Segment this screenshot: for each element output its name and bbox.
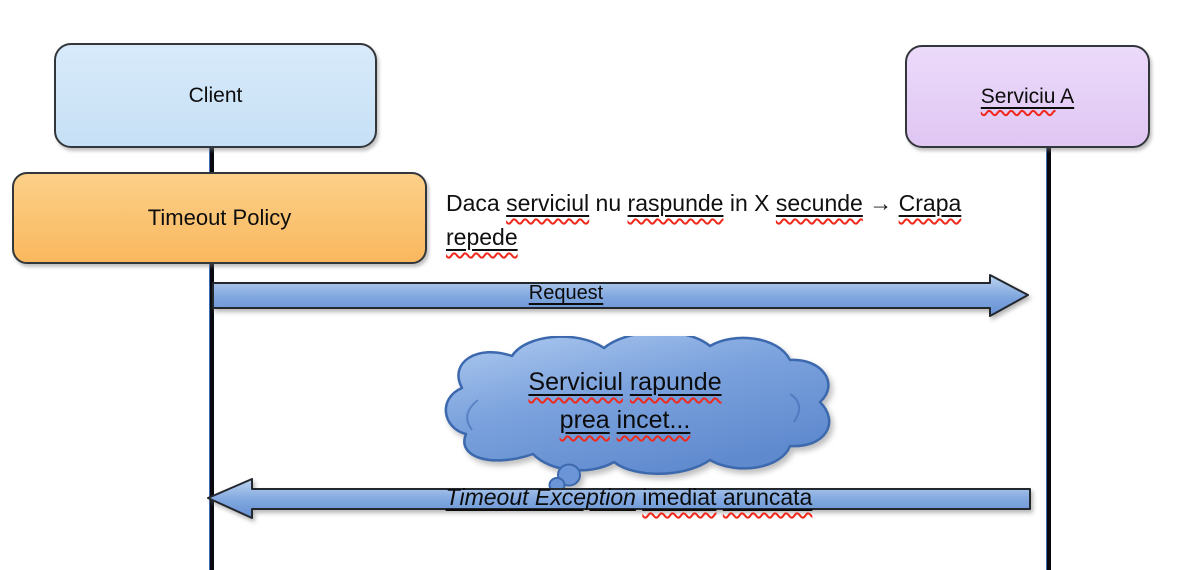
service-actor-box: Serviciu A bbox=[905, 45, 1150, 148]
timeout-policy-box: Timeout Policy bbox=[12, 172, 427, 264]
timeout-policy-label: Timeout Policy bbox=[147, 205, 292, 230]
cloud-body bbox=[444, 330, 831, 475]
request-arrow bbox=[211, 273, 1033, 324]
request-message-label: Request bbox=[528, 282, 604, 304]
timeout-exception-arrow bbox=[204, 476, 1034, 527]
service-lifeline bbox=[1046, 148, 1051, 570]
request-arrow-shape bbox=[212, 274, 1029, 317]
client-lifeline bbox=[209, 148, 214, 570]
timeout-annotation-text: Daca serviciul nu raspunde in X secunde … bbox=[446, 190, 962, 250]
timeout-exception-label: Timeout Exception imediat aruncata bbox=[445, 484, 813, 510]
client-actor-box: Client bbox=[54, 43, 377, 148]
cloud-inner-arc-left bbox=[466, 399, 479, 431]
timeout-arrow-shape bbox=[207, 478, 1031, 519]
service-actor-label: Serviciu A bbox=[980, 84, 1075, 108]
client-actor-label: Client bbox=[188, 83, 243, 107]
cloud-text-line1: Serviciul rapunde bbox=[528, 368, 722, 396]
right-arrow-icon bbox=[212, 274, 1029, 317]
cloud-inner-arc-right bbox=[789, 393, 801, 423]
left-arrow-icon bbox=[207, 478, 1031, 519]
cloud-text-line2: prea incet... bbox=[559, 406, 691, 434]
